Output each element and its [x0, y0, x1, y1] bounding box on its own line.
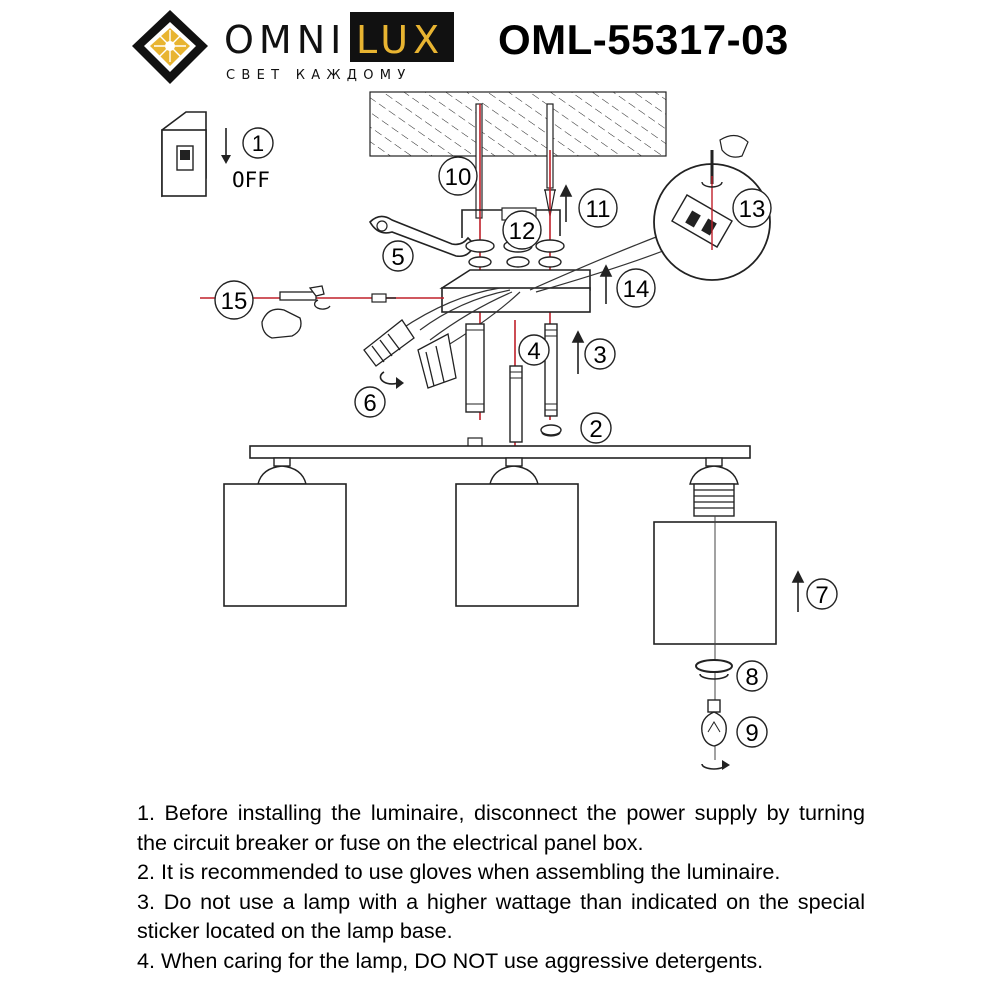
svg-text:7: 7 [815, 582, 828, 609]
note-item: 4. When caring for the lamp, DO NOT use … [137, 947, 764, 973]
svg-text:6: 6 [363, 390, 376, 417]
glass-shade [223, 483, 777, 645]
lamp-bar [249, 445, 751, 459]
up-arrow-icon [559, 184, 805, 612]
note-item: 1. Before installing the luminaire, disc… [137, 800, 865, 855]
brand-name-omni: OMNI [224, 18, 347, 62]
rotate-arrow-icon [701, 760, 730, 770]
side-screw [371, 293, 396, 303]
svg-text:4: 4 [527, 338, 540, 365]
terminal-connector-icon [363, 319, 457, 389]
lamp-cap [257, 457, 739, 485]
screwdriver-hand-icon [261, 285, 331, 339]
svg-text:15: 15 [221, 288, 248, 315]
light-bulb-icon [701, 699, 727, 747]
model-number: OML-55317-03 [498, 16, 789, 63]
svg-text:10: 10 [445, 164, 472, 191]
canopy-box [439, 269, 591, 313]
svg-text:2: 2 [589, 416, 602, 443]
ceiling-hatch [369, 91, 667, 157]
svg-text:13: 13 [739, 196, 766, 223]
step-label: 2 3 4 5 6 7 8 9 10 11 12 13 14 15 [214, 156, 838, 748]
svg-text:1: 1 [252, 131, 264, 156]
ring-nut [695, 659, 733, 680]
brand-lux-box [350, 12, 454, 62]
threaded-socket [693, 483, 735, 517]
bottom-nut [540, 424, 562, 437]
svg-text:5: 5 [391, 244, 404, 271]
logo-diamond-icon [132, 10, 208, 84]
off-label: OFF [232, 168, 270, 192]
svg-text:12: 12 [509, 218, 536, 245]
assembly-diagram: 1 OFF [161, 91, 838, 770]
note-item: 3. Do not use a lamp with a higher watta… [137, 888, 865, 944]
omnilux-logo: OMNI LUX СВЕТ КАЖДОМУ [128, 8, 468, 88]
rotate-arrow-icon [379, 371, 404, 389]
svg-text:11: 11 [586, 196, 611, 223]
brand-name-lux: LUX [356, 18, 445, 62]
svg-text:14: 14 [623, 276, 650, 303]
switch-off-icon [161, 111, 231, 198]
brand-tagline: СВЕТ КАЖДОМУ [226, 68, 412, 83]
rod-thread-marks [466, 329, 557, 411]
svg-text:9: 9 [745, 720, 758, 747]
svg-text:3: 3 [593, 342, 606, 369]
note-item: 2. It is recommended to use gloves when … [137, 859, 781, 884]
installation-notes: 1. Before installing the luminaire, disc… [137, 798, 865, 975]
step-1-label: 1 [242, 127, 274, 159]
threaded-rod [465, 323, 558, 443]
svg-text:8: 8 [745, 664, 758, 691]
